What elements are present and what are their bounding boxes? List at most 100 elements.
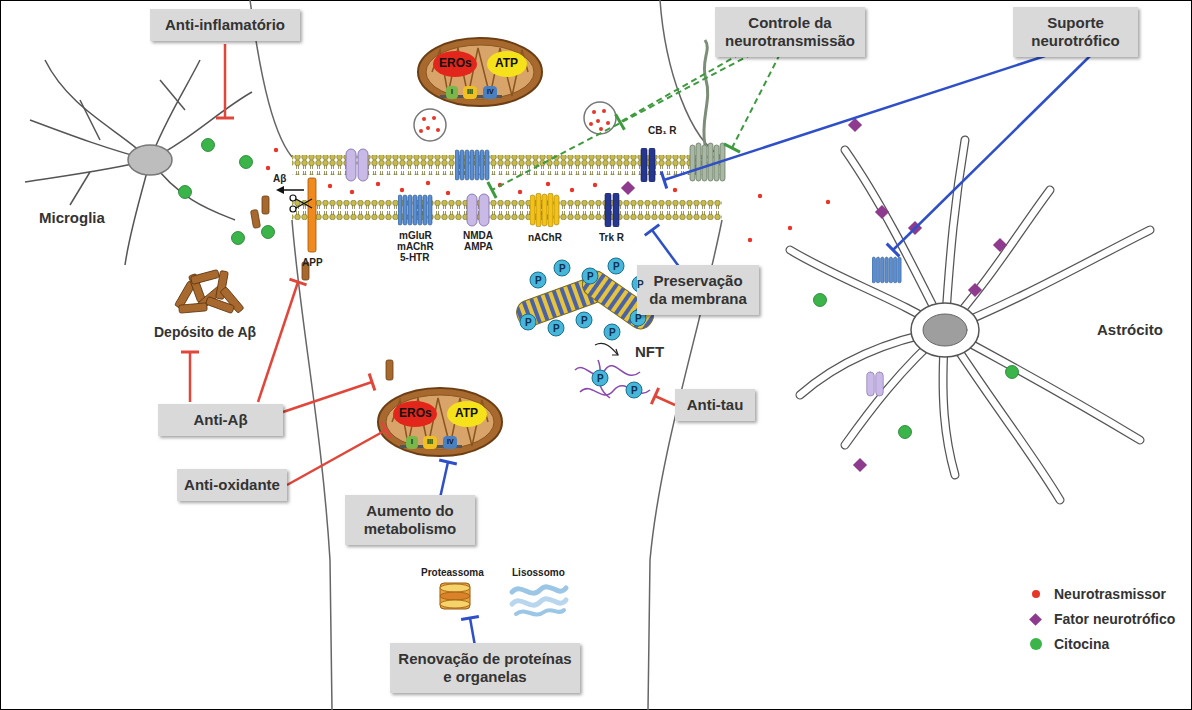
phosphate-label: P <box>559 263 566 274</box>
receptor-label: CB₁ R <box>648 125 677 136</box>
box-text: Anti-oxidante <box>183 476 281 494</box>
receptors <box>605 193 619 227</box>
neurotransmitter-dots <box>400 188 404 192</box>
abeta-fragments <box>250 209 260 228</box>
inhibition-line <box>492 54 752 190</box>
inhibition-bar <box>651 388 658 404</box>
receptors <box>398 195 432 225</box>
phosphate-label: P <box>635 313 642 324</box>
molecule-label: ATP <box>495 57 518 70</box>
lysosome <box>516 610 564 615</box>
cytokine <box>179 139 1019 439</box>
astrocyte-cell <box>790 140 1150 500</box>
inhibition-bar <box>382 422 391 438</box>
tau-microtubules <box>626 382 642 398</box>
tau-microtubules <box>554 260 570 276</box>
neurotransmitter-dots <box>788 226 792 230</box>
receptor-label: nAChR <box>528 232 562 243</box>
microglia-cell <box>80 100 100 140</box>
complex-label: IV <box>447 438 454 446</box>
abeta-deposit <box>205 296 234 313</box>
legend-swatch <box>1030 638 1042 650</box>
synaptic-vesicle <box>419 129 423 133</box>
mechanism-box: Renovação de proteínas e organelas <box>390 643 580 693</box>
phosphate-label: P <box>609 327 616 338</box>
neuron-outline <box>292 220 332 710</box>
molecule-label: EROs <box>399 407 432 420</box>
synaptic-vesicle <box>589 122 593 126</box>
proteasome <box>440 592 470 600</box>
inhibition-lines <box>181 44 1090 646</box>
app-protein <box>290 195 296 201</box>
app-protein <box>308 178 316 252</box>
inhibition-line <box>664 56 1045 180</box>
phosphate-label: P <box>587 271 594 282</box>
synaptic-vesicle <box>606 121 610 125</box>
neurotransmitter-dots <box>350 190 354 194</box>
inhibition-bar <box>887 244 900 257</box>
proteasome <box>440 583 470 609</box>
mitochondrion <box>426 45 534 99</box>
synaptic-vesicle <box>592 110 596 114</box>
molecule-label: ATP <box>455 407 478 420</box>
cytokine <box>1006 366 1019 379</box>
mechanism-box: Controle da neurotransmissão <box>715 7 865 57</box>
cytokine <box>202 139 215 152</box>
astrocyte-cell <box>867 372 884 396</box>
mechanism-box: Anti-inflamatório <box>150 9 300 41</box>
cytokine <box>240 156 253 169</box>
tau-microtubules <box>582 268 598 284</box>
mitochondrion <box>463 86 477 99</box>
neurotrophic-factor <box>875 205 889 219</box>
structure-label: NFT <box>635 344 664 361</box>
cytokine <box>262 226 275 239</box>
receptors <box>346 148 655 227</box>
synaptic-vesicle <box>432 116 436 120</box>
phosphate-label: P <box>525 317 532 328</box>
receptors <box>467 194 489 226</box>
lysosome <box>512 587 566 593</box>
inhibition-bar <box>461 616 479 619</box>
inhibition-line <box>287 430 386 485</box>
cb1-receptor <box>702 145 707 181</box>
complex-label: IV <box>487 88 494 96</box>
microglia-cell <box>128 145 172 175</box>
tau-microtubules <box>604 324 620 340</box>
inhibition-line <box>470 618 475 646</box>
tau-microtubules <box>592 370 608 386</box>
receptor-label: Trk R <box>599 232 624 243</box>
inhibition-bar <box>488 182 496 198</box>
receptor-label: AMPA <box>464 241 493 252</box>
abeta-deposit <box>175 270 245 314</box>
phosphate-label: P <box>631 385 638 396</box>
app-protein <box>290 206 296 212</box>
complex-label: III <box>467 88 473 96</box>
cytokine <box>814 294 827 307</box>
lysosome <box>512 599 566 605</box>
neurotransmitter-dots <box>570 188 574 192</box>
receptor-label: mAChR <box>397 241 434 252</box>
mitochondrion <box>406 436 418 449</box>
tau-microtubules <box>520 258 648 398</box>
legend-row: Fator neurotrófico <box>1030 611 1175 627</box>
cb1-receptor <box>690 145 695 181</box>
inhibition-line <box>189 352 192 402</box>
app-protein <box>290 195 312 212</box>
inhibition-line <box>732 54 780 148</box>
astrocyte-cell <box>872 257 901 283</box>
legend-text: Citocina <box>1054 636 1109 652</box>
receptors <box>641 148 655 182</box>
astrocyte-cell <box>945 330 1060 500</box>
receptor-label: 5-HTR <box>400 252 429 263</box>
neurotransmitter-dots <box>518 190 522 194</box>
postsynaptic-membrane <box>292 200 722 220</box>
phosphate-label: P <box>581 315 588 326</box>
neurotrophic-factor <box>621 118 1007 472</box>
mechanism-box: Suporte neurotrófico <box>1013 7 1138 57</box>
complex-label: I <box>451 88 453 96</box>
mitochondrion <box>418 38 542 106</box>
astrocyte-cell <box>945 140 965 330</box>
tau-microtubules <box>575 366 640 376</box>
cell-label: Microglia <box>39 210 105 227</box>
